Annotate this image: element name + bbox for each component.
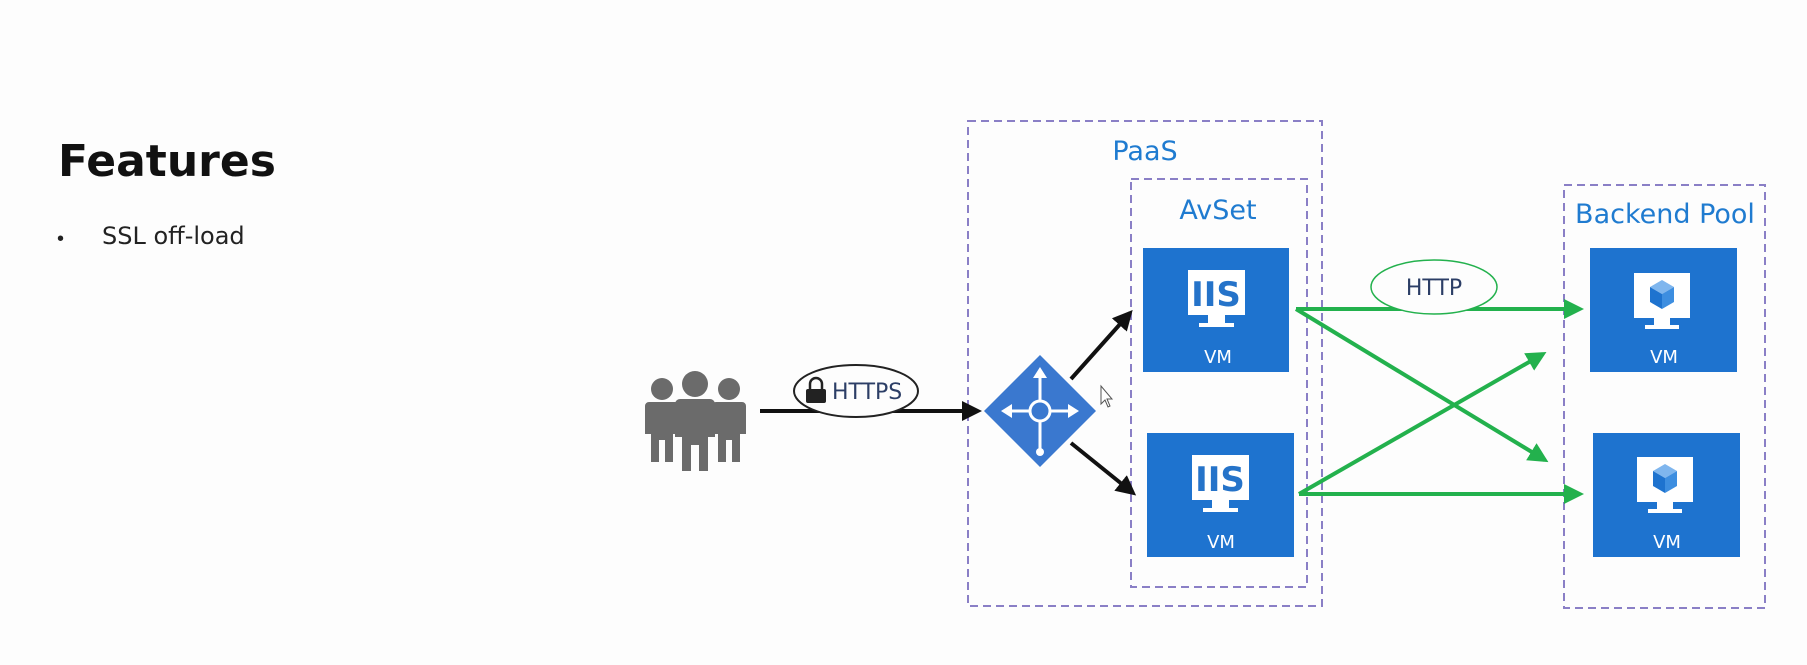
paas-label: PaaS (1112, 136, 1177, 167)
monitor-icon (1188, 270, 1245, 327)
backend-pool-label: Backend Pool (1575, 199, 1755, 230)
load-balancer-icon (984, 355, 1096, 467)
http-ellipse (1370, 259, 1498, 315)
vm-label-iis-bottom: VM (1207, 532, 1235, 553)
monitor-icon (1192, 455, 1249, 512)
http-label: HTTP (1406, 276, 1462, 301)
https-ellipse (793, 364, 919, 418)
cube-icon (1653, 464, 1677, 493)
iis-label-bottom: IIS (1195, 460, 1245, 500)
backend-vm-bottom: VM (1593, 433, 1740, 557)
users-icon (645, 371, 746, 471)
monitor-icon (1637, 457, 1693, 513)
vm-label-backend-top: VM (1650, 347, 1678, 368)
slide-title: Features (58, 136, 276, 187)
lock-icon (806, 376, 826, 403)
iis-vm-bottom: IIS VM (1147, 433, 1294, 557)
iis-vm-top: IIS VM (1143, 248, 1289, 372)
vm-label-backend-bottom: VM (1653, 532, 1681, 553)
vm-label-iis-top: VM (1204, 347, 1232, 368)
bullet-item-ssl-offload: SSL off-load (102, 222, 245, 250)
iis-label-top: IIS (1191, 275, 1241, 315)
avset-label: AvSet (1179, 195, 1256, 226)
https-label: HTTPS (832, 380, 902, 405)
backend-vm-top: VM (1590, 248, 1737, 372)
bullet-marker: • (57, 228, 65, 250)
cube-icon (1650, 280, 1674, 309)
lb-to-iis-top-arrow (1069, 310, 1133, 381)
http-arrow-bottom-to-top (1298, 352, 1547, 496)
http-arrow-top-to-bottom (1294, 307, 1549, 463)
paas-container (967, 120, 1323, 607)
avset-container (1130, 178, 1308, 588)
lb-to-iis-bottom-arrow (1069, 441, 1137, 496)
mouse-cursor-icon (1100, 384, 1114, 408)
